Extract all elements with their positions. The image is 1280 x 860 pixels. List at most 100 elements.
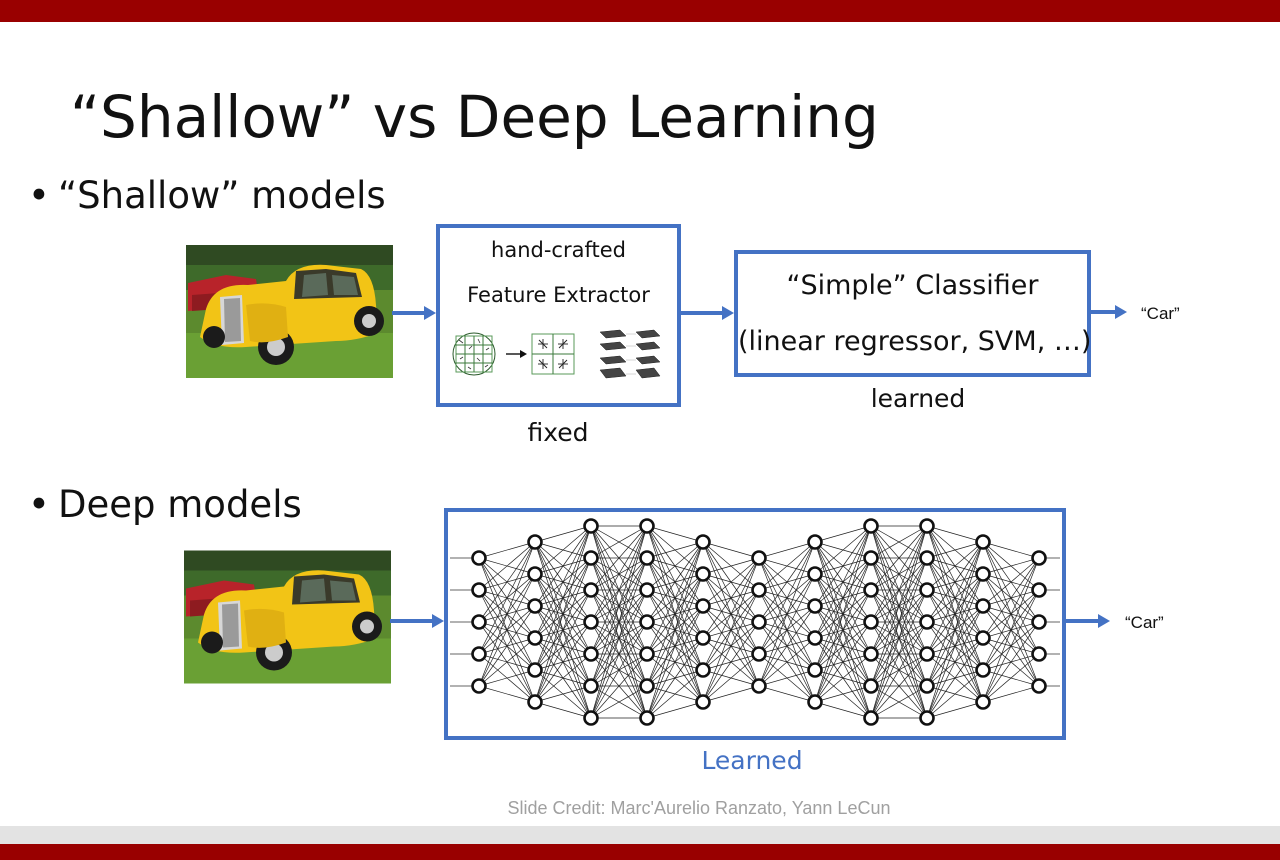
network-edge bbox=[534, 525, 592, 703]
feature-extractor-box bbox=[436, 224, 681, 407]
network-edge bbox=[590, 525, 648, 655]
network-node-layer-6 bbox=[751, 582, 767, 598]
network-edge bbox=[814, 653, 872, 703]
network-edge bbox=[926, 605, 984, 719]
network-node-layer-11 bbox=[1031, 550, 1047, 566]
network-node-layer-1 bbox=[471, 646, 487, 662]
network-node-layer-10 bbox=[975, 598, 991, 614]
network-edge bbox=[478, 685, 536, 703]
network-node-layer-4 bbox=[639, 678, 655, 694]
network-node-layer-9 bbox=[919, 710, 935, 726]
network-edge bbox=[926, 541, 984, 559]
network-node-layer-5 bbox=[695, 566, 711, 582]
network-node-layer-6 bbox=[751, 614, 767, 630]
network-node-layer-3 bbox=[583, 646, 599, 662]
network-edge bbox=[982, 541, 1040, 559]
network-edge bbox=[534, 685, 592, 703]
network-node-layer-7 bbox=[807, 662, 823, 678]
network-node-layer-8 bbox=[863, 710, 879, 726]
bullet-symbol: • bbox=[28, 174, 50, 217]
network-edge bbox=[758, 541, 816, 623]
network-edge bbox=[702, 557, 760, 671]
network-node-layer-11 bbox=[1031, 582, 1047, 598]
network-edge bbox=[590, 589, 648, 719]
network-node-layer-2 bbox=[527, 534, 543, 550]
network-edge bbox=[534, 525, 592, 639]
network-edge bbox=[758, 669, 816, 687]
network-node-layer-2 bbox=[527, 598, 543, 614]
bullet-symbol: • bbox=[28, 483, 50, 526]
network-node-layer-4 bbox=[639, 710, 655, 726]
car-photo-shallow bbox=[186, 245, 393, 378]
arrow-photo-to-extractor bbox=[392, 306, 436, 320]
network-edge bbox=[870, 525, 928, 559]
network-edge bbox=[534, 525, 592, 575]
network-edge bbox=[702, 557, 760, 575]
network-node-layer-2 bbox=[527, 694, 543, 710]
network-edge bbox=[982, 557, 1040, 639]
network-edge bbox=[982, 685, 1040, 703]
network-edge bbox=[534, 525, 592, 607]
network-edge bbox=[982, 589, 1040, 703]
network-node-layer-10 bbox=[975, 630, 991, 646]
network-node-layer-1 bbox=[471, 678, 487, 694]
network-node-layer-3 bbox=[583, 518, 599, 534]
slide-title: “Shallow” vs Deep Learning bbox=[70, 83, 879, 151]
network-node-layer-8 bbox=[863, 646, 879, 662]
bullet-shallow-models: •“Shallow” models bbox=[28, 174, 386, 218]
network-node-layer-3 bbox=[583, 550, 599, 566]
network-node-layer-10 bbox=[975, 694, 991, 710]
network-edge bbox=[478, 541, 536, 623]
network-edge bbox=[478, 669, 536, 687]
deep-output-label: “Car” bbox=[1125, 613, 1164, 632]
network-connections bbox=[450, 525, 1060, 719]
network-node-layer-8 bbox=[863, 614, 879, 630]
network-node-layer-7 bbox=[807, 566, 823, 582]
bullet-deep-models: •Deep models bbox=[28, 483, 302, 527]
bottom-gray-strip bbox=[0, 826, 1280, 844]
network-edge bbox=[590, 525, 648, 623]
network-node-layer-8 bbox=[863, 518, 879, 534]
network-edge bbox=[646, 541, 704, 559]
network-edge bbox=[926, 541, 984, 591]
network-edge bbox=[534, 701, 592, 719]
network-node-layer-3 bbox=[583, 710, 599, 726]
network-edge bbox=[646, 605, 704, 719]
network-edge bbox=[814, 525, 872, 607]
network-node-layer-9 bbox=[919, 678, 935, 694]
network-edge bbox=[926, 541, 984, 719]
network-edge bbox=[870, 525, 928, 719]
bullet-shallow-label: “Shallow” models bbox=[58, 174, 386, 217]
network-node-layer-4 bbox=[639, 582, 655, 598]
network-node-layer-5 bbox=[695, 534, 711, 550]
network-edge bbox=[534, 557, 592, 703]
network-edge bbox=[590, 685, 648, 719]
neural-network-diagram bbox=[450, 518, 1060, 726]
network-edge bbox=[590, 525, 648, 559]
network-edge bbox=[814, 685, 872, 703]
network-node-layer-9 bbox=[919, 614, 935, 630]
network-node-layer-5 bbox=[695, 662, 711, 678]
network-edge bbox=[982, 621, 1040, 703]
bullet-deep-label: Deep models bbox=[58, 483, 302, 526]
classifier-label-2: (linear regressor, SVM, …) bbox=[738, 326, 1092, 357]
network-edge bbox=[702, 589, 760, 703]
network-edge bbox=[870, 525, 928, 623]
network-node-layer-5 bbox=[695, 630, 711, 646]
network-edge bbox=[926, 701, 984, 719]
network-node-layer-10 bbox=[975, 662, 991, 678]
network-edge bbox=[646, 669, 704, 719]
network-edge bbox=[758, 541, 816, 655]
network-node-layer-10 bbox=[975, 534, 991, 550]
network-node-layer-9 bbox=[919, 582, 935, 598]
top-bar bbox=[0, 0, 1280, 22]
network-edge bbox=[758, 685, 816, 703]
network-edge bbox=[814, 525, 872, 575]
network-edge bbox=[646, 637, 704, 719]
network-node-layer-11 bbox=[1031, 646, 1047, 662]
network-edge bbox=[478, 605, 536, 687]
network-edge bbox=[926, 525, 984, 543]
network-node-layer-6 bbox=[751, 646, 767, 662]
network-edge bbox=[982, 557, 1040, 575]
network-edge bbox=[702, 557, 760, 607]
